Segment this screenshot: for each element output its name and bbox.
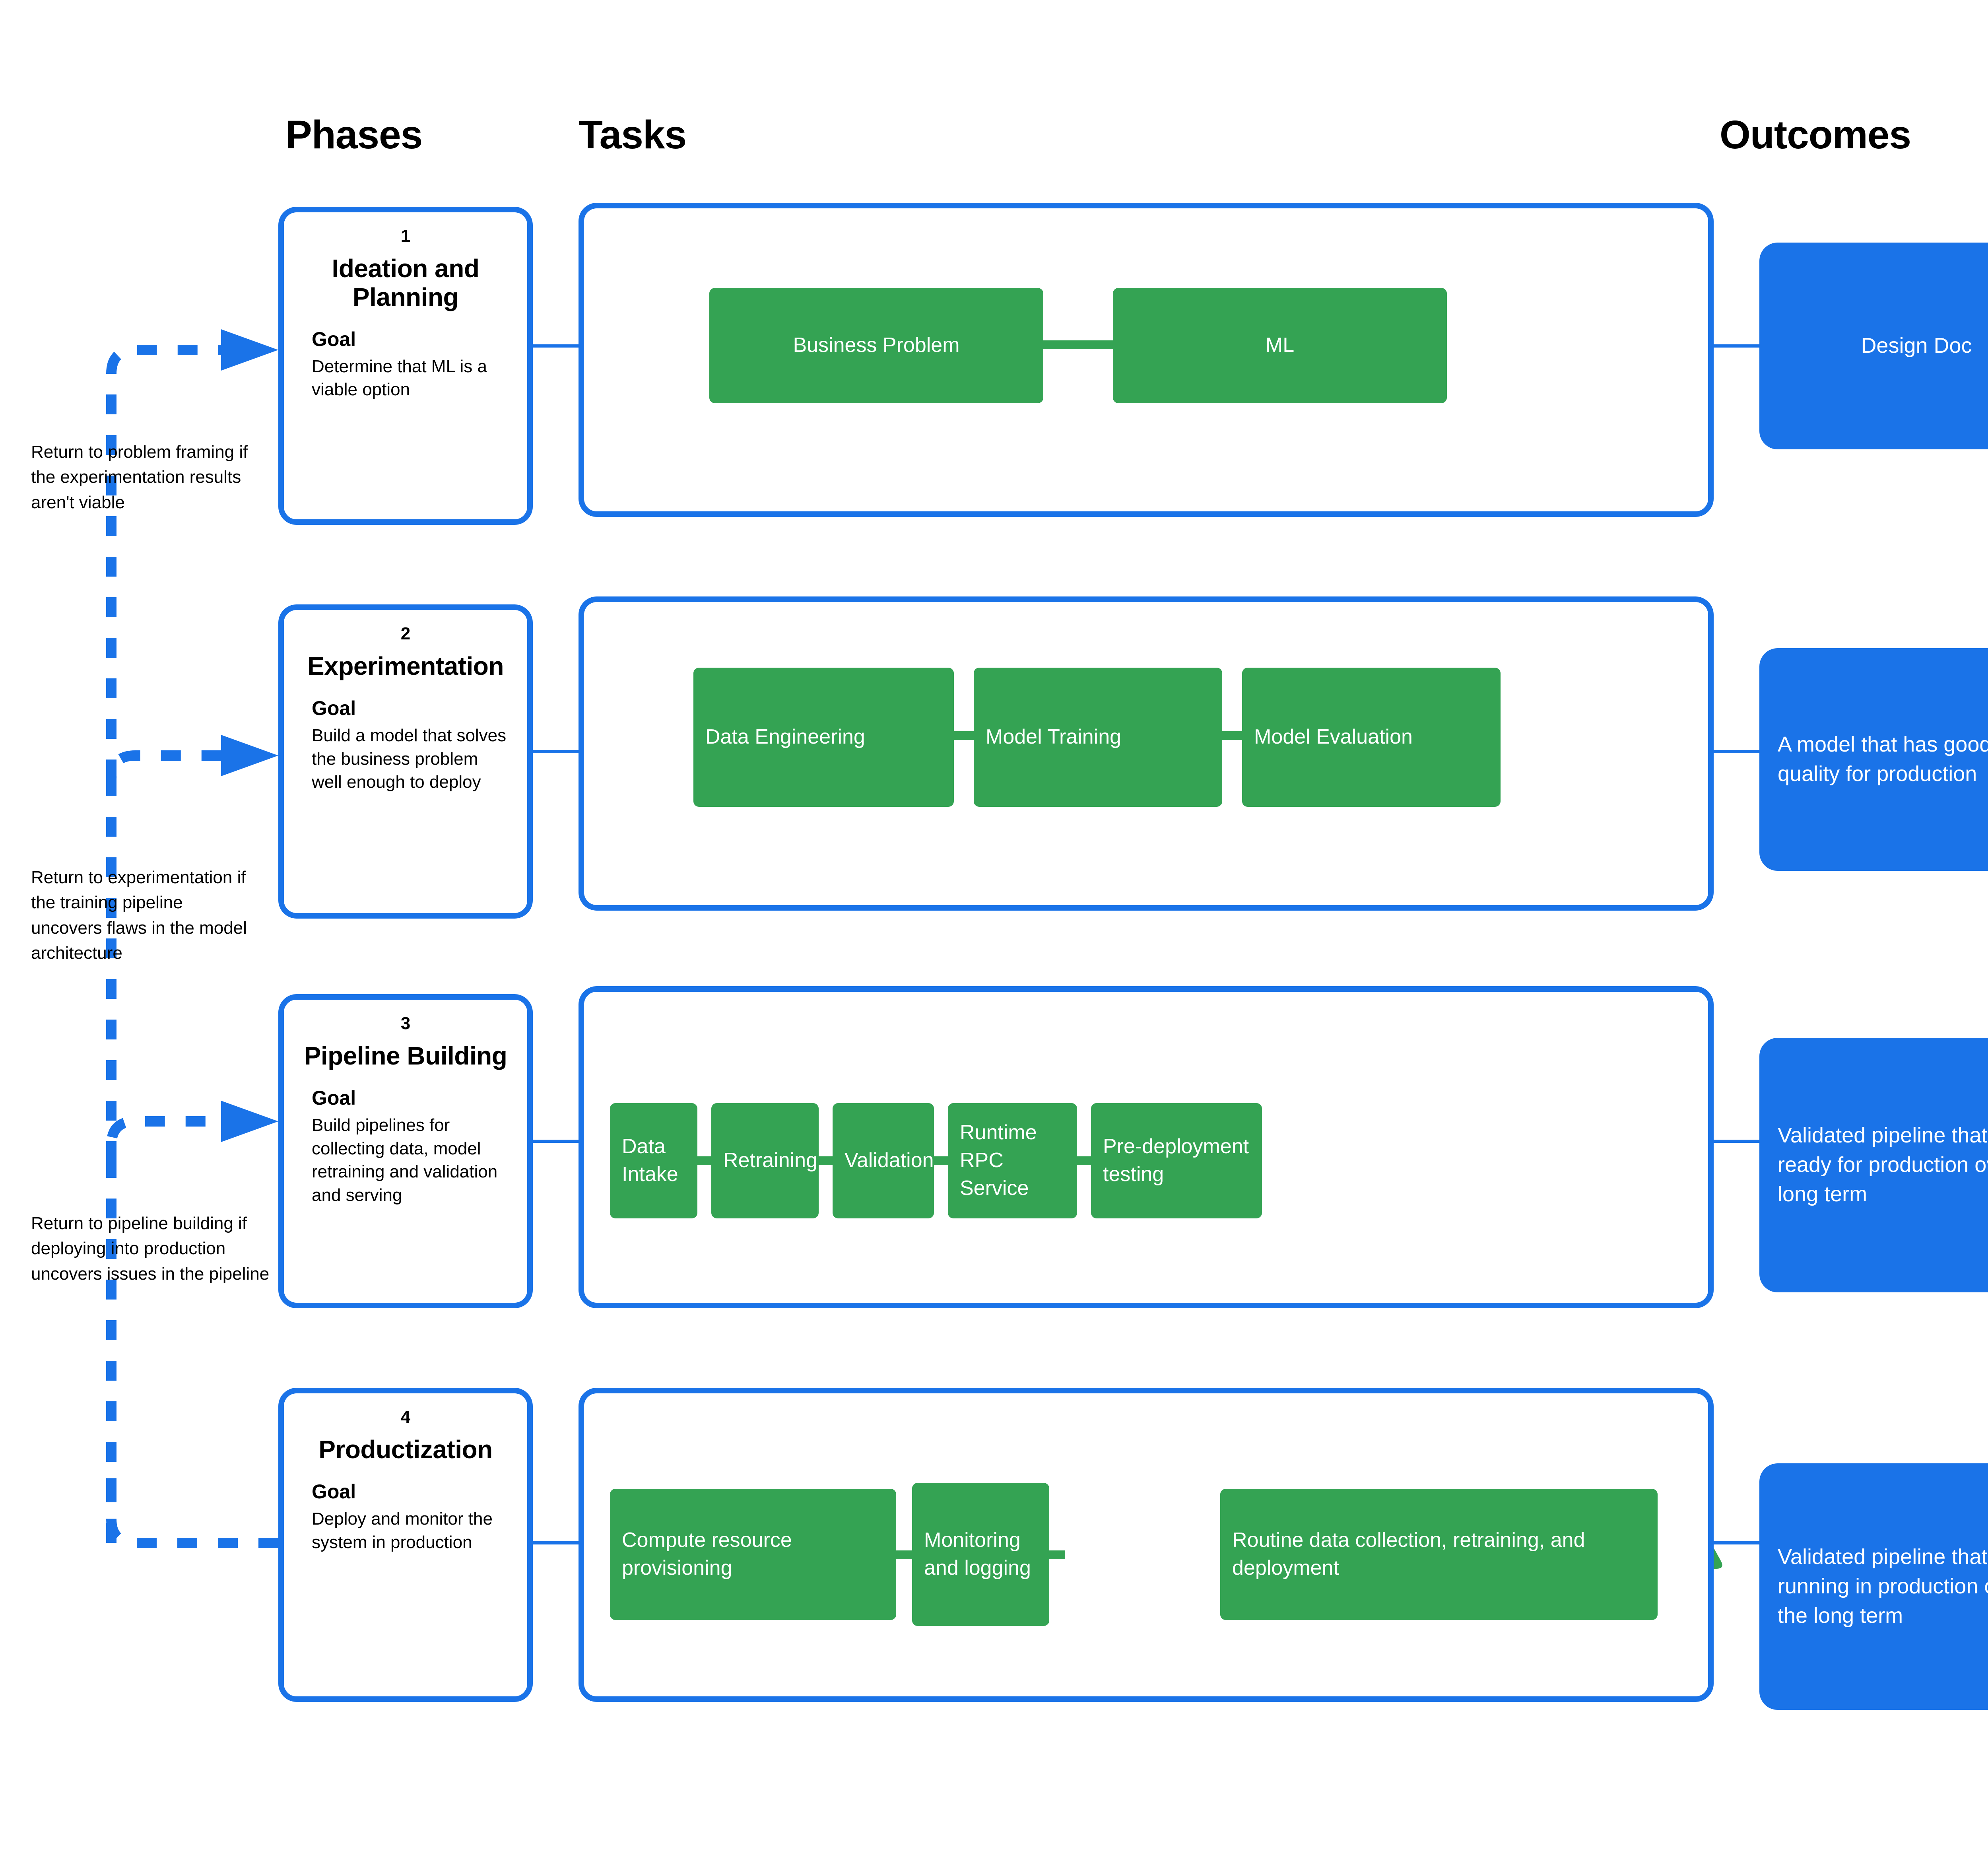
column-header-tasks: Tasks [579, 113, 687, 157]
task-box-model-training[interactable]: Model Training [974, 668, 1222, 807]
task-link-4b [1049, 1550, 1065, 1559]
phase-number-2: 2 [400, 624, 411, 643]
task-box-routine-data-collection[interactable]: Routine data collection, retraining, and… [1220, 1489, 1658, 1620]
annotation-return-to-pipeline-building: Return to pipeline building if deploying… [31, 1214, 270, 1284]
goal-text-2: Build a model that solves the business p… [312, 726, 507, 792]
annotation-return-to-problem-framing: Return to problem framing if the experim… [31, 442, 248, 512]
connector-phase4-tasks4 [533, 1541, 582, 1544]
task-box-business-problem[interactable]: Business Problem [709, 288, 1043, 403]
task-box-model-evaluation[interactable]: Model Evaluation [1242, 668, 1501, 807]
phase-title-4: Productization [318, 1435, 493, 1464]
phase-card-4[interactable]: 4 Productization Goal Deploy and monitor… [278, 1388, 533, 1702]
outcome-box-4[interactable]: Validated pipeline that's running in pro… [1759, 1463, 1988, 1710]
task-link-2a [954, 731, 974, 740]
tasks-panel-3: Data Intake Retraining Validation Runtim… [579, 986, 1714, 1308]
phase-number-4: 4 [400, 1407, 411, 1427]
outcome-box-2[interactable]: A model that has good quality for produc… [1759, 648, 1988, 871]
task-link-3d [1077, 1156, 1091, 1165]
feedback-path-to-phase-1 [106, 329, 278, 779]
arrowhead-into-phase-2 [221, 735, 278, 776]
task-link-4a [896, 1550, 912, 1559]
connector-phase3-tasks3 [533, 1140, 582, 1143]
task-link-3b [819, 1156, 833, 1165]
column-header-outcomes: Outcomes [1720, 113, 1911, 157]
task-link-3a [697, 1156, 711, 1165]
phase-title-1: Ideation and Planning [332, 254, 480, 312]
task-box-ml[interactable]: ML [1113, 288, 1447, 403]
task-box-pre-deployment-testing[interactable]: Pre-deployment testing [1091, 1103, 1262, 1218]
annotation-return-to-experimentation: Return to experimentation if the trainin… [31, 868, 247, 963]
goal-label-2: Goal [312, 697, 356, 720]
task-box-compute-resource-provisioning[interactable]: Compute resource provisioning [610, 1489, 896, 1620]
goal-label-1: Goal [312, 328, 356, 350]
goal-text-3: Build pipelines for collecting data, mod… [312, 1115, 498, 1205]
feedback-path-to-phase-3 [106, 1101, 278, 1543]
task-box-retraining[interactable]: Retraining [711, 1103, 819, 1218]
phase-card-3[interactable]: 3 Pipeline Building Goal Build pipelines… [278, 994, 533, 1308]
goal-label-3: Goal [312, 1087, 356, 1109]
task-box-validation[interactable]: Validation [833, 1103, 934, 1218]
phase-card-1[interactable]: 1 Ideation and Planning Goal Determine t… [278, 207, 533, 525]
task-box-monitoring-and-logging[interactable]: Monitoring and logging [912, 1483, 1049, 1626]
connector-tasks1-outcome1 [1710, 344, 1759, 348]
task-box-data-engineering[interactable]: Data Engineering [693, 668, 954, 807]
connector-phase1-tasks1 [533, 344, 582, 348]
feedback-trunk-from-phase-4 [106, 1471, 278, 1548]
phase-title-2: Experimentation [307, 652, 504, 681]
task-link-1 [1043, 340, 1113, 349]
connector-tasks4-outcome4 [1710, 1541, 1759, 1544]
task-link-2b [1222, 731, 1242, 740]
task-box-data-intake[interactable]: Data Intake [610, 1103, 697, 1218]
task-link-3c [934, 1156, 948, 1165]
goal-text-4: Deploy and monitor the system in product… [312, 1509, 493, 1552]
phase-card-2[interactable]: 2 Experimentation Goal Build a model tha… [278, 604, 533, 919]
task-box-runtime-rpc-service[interactable]: Runtime RPC Service [948, 1103, 1077, 1218]
connector-tasks2-outcome2 [1710, 750, 1759, 753]
connector-tasks3-outcome3 [1710, 1140, 1759, 1143]
phase-title-3: Pipeline Building [304, 1041, 507, 1070]
outcome-box-3[interactable]: Validated pipeline that's ready for prod… [1759, 1038, 1988, 1292]
goal-label-4: Goal [312, 1480, 356, 1503]
outcome-box-1[interactable]: Design Doc [1759, 243, 1988, 449]
arrowhead-into-phase-1 [221, 329, 278, 371]
connector-phase2-tasks2 [533, 750, 582, 753]
goal-text-1: Determine that ML is a viable option [312, 356, 487, 400]
tasks-panel-2: Data Engineering Model Training Model Ev… [579, 596, 1714, 911]
tasks-panel-1: Business Problem ML [579, 203, 1714, 517]
tasks-panel-4: Compute resource provisioning Monitoring… [579, 1388, 1714, 1702]
phase-number-3: 3 [400, 1014, 411, 1033]
column-header-phases: Phases [285, 113, 423, 157]
phase-number-1: 1 [400, 226, 411, 246]
arrowhead-into-phase-3 [221, 1101, 278, 1142]
